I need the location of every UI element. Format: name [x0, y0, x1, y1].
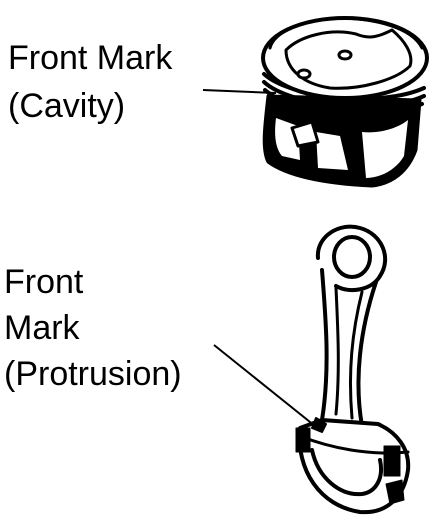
piston-leader-line [202, 89, 277, 94]
rod-small-end-bore [332, 235, 372, 279]
piston-pin-boss [290, 120, 320, 148]
piston-ring-2 [262, 80, 426, 109]
rod-big-end-bore [310, 448, 383, 497]
piston-skirt-panel-mid [316, 132, 348, 170]
rod-beam-outer-left [320, 268, 329, 422]
piston-valve-relief [284, 28, 413, 90]
rod-bolt-right [383, 445, 401, 477]
rod-bolt-nut [385, 479, 405, 505]
rod-big-end [297, 418, 411, 515]
rod-beam-rib-left [334, 286, 340, 416]
piston-front-mark-label: Front Mark [8, 39, 173, 77]
piston-illustration [261, 16, 429, 188]
piston-cavity-label: (Cavity) [8, 87, 126, 125]
rod-protrusion-label: (Protrusion) [4, 355, 182, 393]
rod-bolt-left [295, 427, 311, 453]
rod-beam-outer-right [356, 280, 378, 428]
piston-skirt-panel-right [362, 120, 408, 178]
connecting-rod-illustration [295, 224, 411, 515]
piston-cavity-dot [296, 68, 312, 80]
piston-cavity-mark [337, 49, 353, 61]
piston-ring-3 [263, 88, 424, 117]
rod-front-label: Front [4, 263, 84, 301]
rod-leader-line [213, 344, 321, 431]
rod-beam-rib-right [348, 290, 364, 420]
piston-crown-rim [268, 16, 424, 50]
rod-mark-label: Mark [4, 309, 80, 347]
